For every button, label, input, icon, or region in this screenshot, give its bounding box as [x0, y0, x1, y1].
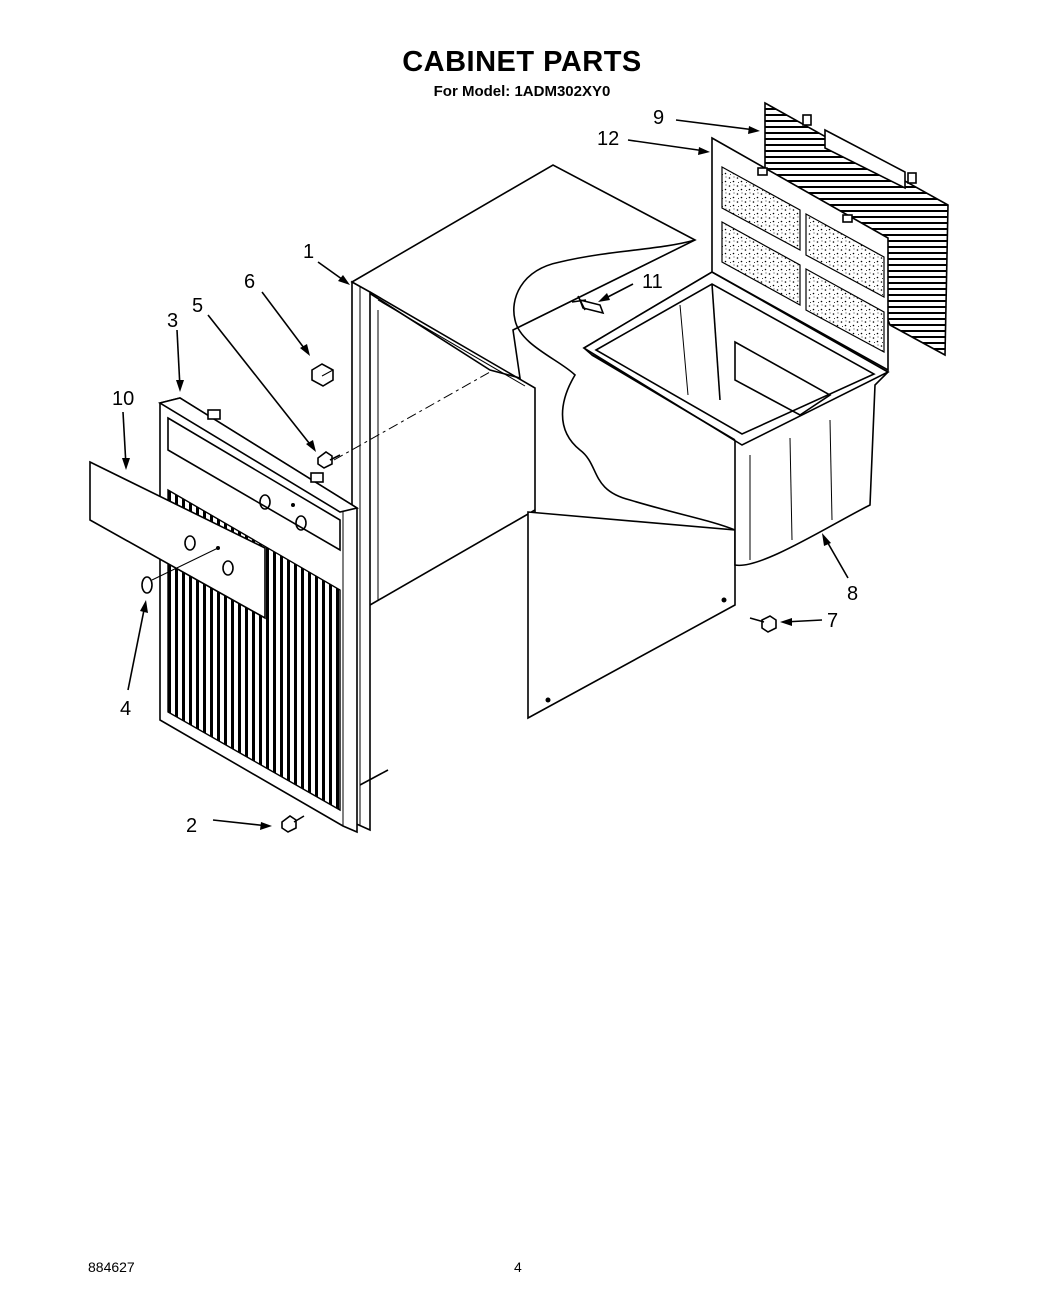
knob: [141, 576, 153, 594]
clip-part-11: [571, 295, 605, 315]
callout-10: 10: [112, 388, 134, 410]
bumper-part-6: [311, 363, 334, 387]
page-title: CABINET PARTS: [402, 46, 642, 78]
control-panel-overlay: [89, 460, 295, 620]
screw-part-2: [281, 815, 305, 833]
document-number: 884627: [88, 1259, 135, 1275]
callout-1: 1: [303, 241, 314, 263]
callout-6: 6: [244, 271, 255, 293]
callout-7: 7: [827, 610, 838, 632]
callout-12: 12: [597, 128, 619, 150]
model-subtitle: For Model: 1ADM302XY0: [433, 83, 611, 100]
callout-9: 9: [653, 107, 664, 129]
callout-4: 4: [120, 698, 131, 720]
callout-5: 5: [192, 295, 203, 317]
air-filter: [711, 136, 889, 372]
callout-8: 8: [847, 583, 858, 605]
callout-2: 2: [186, 815, 197, 837]
water-bucket: [582, 271, 890, 567]
cabinet-wrapper: [333, 164, 736, 832]
page-number: 4: [514, 1259, 522, 1275]
leader-lines: [122, 119, 849, 830]
callout-11: 11: [642, 271, 663, 293]
screw-part-7: [749, 615, 777, 633]
screw-part-5: [317, 451, 341, 469]
callout-3: 3: [167, 310, 178, 332]
